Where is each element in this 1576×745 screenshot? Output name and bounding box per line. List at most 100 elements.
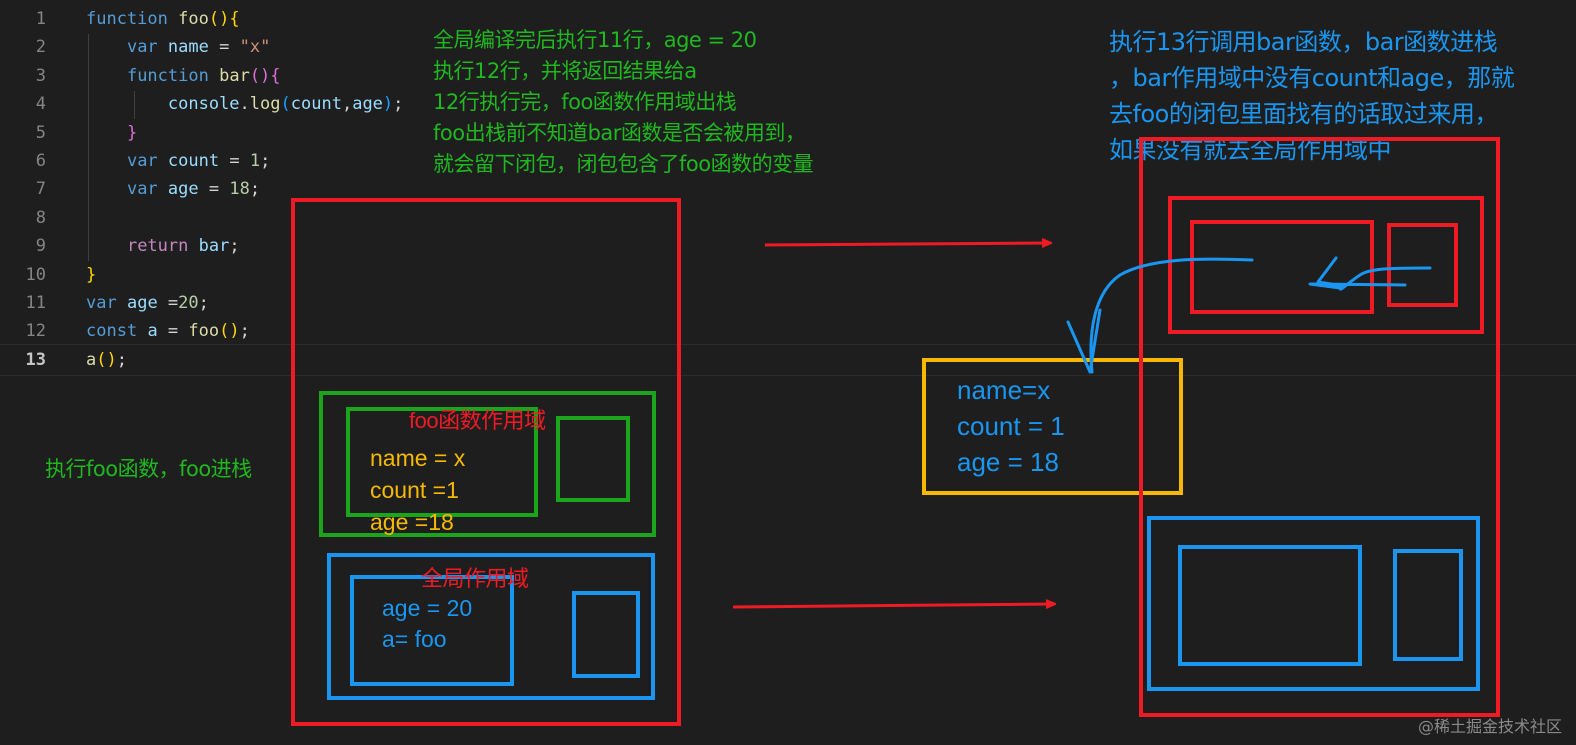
code-token: ) — [382, 94, 394, 115]
code-line-content[interactable]: console.log(count,age); — [86, 90, 404, 118]
blue-lookup-arrowhead — [1066, 308, 1102, 374]
foo-scope-var-name: name = x — [370, 445, 466, 471]
exec-foo-note: 执行foo函数，foo进栈 — [45, 457, 252, 481]
indent-guide — [88, 34, 89, 261]
global-scope-var-age: age = 20 — [382, 595, 473, 621]
code-token: age — [352, 94, 383, 115]
code-token: function — [86, 9, 168, 29]
code-token: ; — [393, 94, 404, 115]
call-note-line: 去foo的闭包里面找有的话取过来用， — [1109, 100, 1498, 128]
code-token: count — [167, 150, 220, 171]
line-number: 11 — [25, 292, 46, 313]
code-token: age — [167, 179, 199, 200]
line-number: 6 — [35, 150, 46, 171]
global-scope-inner-box — [350, 575, 514, 686]
code-line-content[interactable]: } — [86, 119, 137, 147]
code-token: { — [229, 9, 240, 29]
code-token: var — [126, 150, 158, 171]
code-token: bar — [198, 236, 230, 257]
code-token: . — [239, 94, 250, 115]
code-token: ; — [260, 150, 271, 171]
compile-note-line: 执行12行，并将返回结果给a — [433, 59, 697, 83]
line-number: 7 — [35, 179, 46, 200]
code-line-content[interactable]: function bar(){ — [86, 62, 281, 90]
global-scope-var-a: a= foo — [382, 626, 447, 652]
code-line-content[interactable]: return bar; — [86, 232, 240, 260]
bar-scope-small-box — [1387, 223, 1458, 307]
code-token: foo — [188, 321, 220, 342]
code-token: console — [167, 94, 240, 115]
code-token: 1 — [249, 150, 261, 171]
code-token: ; — [198, 292, 209, 313]
line-number: 9 — [35, 236, 46, 257]
code-token: { — [270, 65, 281, 86]
code-line-content[interactable]: a(); — [86, 346, 127, 374]
global-scope-small-box — [572, 591, 640, 678]
right-global-scope-inner-box — [1178, 545, 1362, 666]
indent-guide — [134, 91, 135, 119]
code-token: count — [290, 94, 342, 115]
code-token: = — [157, 321, 189, 342]
code-token: var — [126, 37, 158, 58]
blue-lookup-arrow — [1089, 257, 1254, 374]
code-line-content[interactable]: } — [86, 261, 96, 289]
code-token: log — [249, 94, 281, 115]
watermark: @稀土掘金技术社区 — [1417, 717, 1562, 736]
compile-note-line: 全局编译完后执行11行，age = 20 — [433, 28, 757, 52]
closure-var-count: count = 1 — [957, 411, 1065, 441]
red-arrow-top — [764, 243, 1048, 245]
right-call-stack-box — [1139, 137, 1500, 717]
blue-squiggle-head — [1316, 256, 1346, 288]
global-scope-label: 全局作用域 — [421, 566, 529, 591]
line-number: 10 — [25, 264, 46, 285]
global-scope-box — [327, 553, 655, 700]
code-token: bar — [219, 65, 250, 86]
line-number: 5 — [35, 122, 46, 143]
compile-note-line: foo出栈前不知道bar函数是否会被用到， — [433, 121, 806, 145]
call-note-line: ，bar作用域中没有count和age，那就 — [1109, 64, 1515, 92]
code-token: var — [86, 292, 117, 313]
code-token: () — [219, 321, 240, 342]
current-line-highlight — [0, 344, 1576, 376]
code-token: "x" — [239, 37, 271, 58]
code-token: () — [249, 65, 271, 86]
code-line-content[interactable]: var name = "x" — [86, 33, 270, 61]
line-number: 13 — [25, 349, 46, 370]
code-token: ; — [116, 349, 127, 370]
code-token: } — [86, 264, 97, 285]
foo-scope-inner-box — [346, 407, 538, 517]
compile-note: 全局编译完后执行11行，age = 20 执行12行，并将返回结果给a 12行执… — [433, 25, 814, 180]
code-line-content[interactable]: function foo(){ — [86, 5, 240, 33]
call-stack-box — [291, 198, 681, 726]
foo-scope-var-age: age =18 — [370, 509, 454, 535]
code-token: age — [126, 292, 158, 313]
closure-var-name: name=x — [957, 375, 1051, 405]
line-number: 2 — [35, 37, 46, 58]
foo-scope-var-count: count =1 — [370, 477, 459, 503]
code-line-content[interactable]: var age =20; — [86, 289, 209, 317]
code-token: = — [157, 292, 179, 313]
foo-scope-box — [319, 391, 656, 537]
code-token: var — [126, 179, 158, 200]
line-number: 12 — [25, 321, 46, 342]
code-token: name — [167, 37, 209, 58]
code-token: const — [86, 321, 138, 342]
code-token: foo — [178, 9, 209, 29]
code-line-content[interactable]: var count = 1; — [86, 147, 270, 175]
code-line-content[interactable]: const a = foo(); — [86, 317, 250, 345]
code-token: 20 — [178, 292, 199, 313]
compile-note-line: 就会留下闭包，闭包包含了foo函数的变量 — [433, 152, 814, 176]
code-token: a — [147, 321, 158, 342]
closure-var-age: age = 18 — [957, 447, 1059, 477]
foo-scope-label: foo函数作用域 — [409, 408, 546, 433]
code-token: = — [219, 150, 250, 171]
compile-note-line: 12行执行完，foo函数作用域出栈 — [433, 90, 737, 114]
code-token: ; — [249, 179, 261, 200]
bar-scope-box — [1168, 196, 1484, 334]
code-token: } — [126, 122, 138, 143]
code-line-content[interactable]: var age = 18; — [86, 175, 260, 203]
line-number: 3 — [35, 65, 46, 86]
right-global-scope-box — [1147, 516, 1480, 691]
foo-scope-small-box — [556, 416, 630, 502]
